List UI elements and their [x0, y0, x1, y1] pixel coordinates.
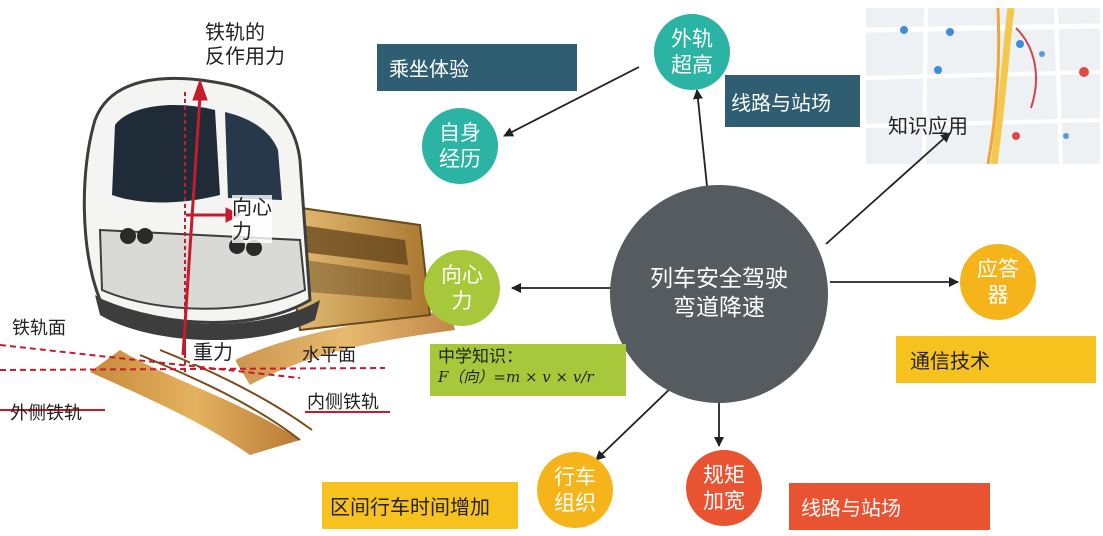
- center-node: 列车安全驾驶 弯道降速: [610, 185, 828, 403]
- gauge-widen-node-text: 规矩 加宽: [703, 462, 745, 513]
- reaction-force-arrowhead: [192, 78, 208, 101]
- gauge-widen-node: 规矩 加宽: [686, 450, 762, 526]
- communication-tag: 通信技术: [896, 336, 1096, 383]
- knowledge-apply-label: 知识应用: [888, 114, 968, 138]
- rail-surface-label: 铁轨面: [12, 318, 66, 339]
- train-organize-node: 行车 组织: [537, 452, 613, 528]
- answer-device-node: 应答 器: [960, 244, 1036, 320]
- line-station-bottom-tag: 线路与站场: [789, 483, 990, 530]
- center-node-text: 列车安全驾驶 弯道降速: [650, 266, 788, 321]
- arrow-to-outer-rail: [692, 89, 708, 187]
- experience-node: 自身 经历: [422, 108, 498, 184]
- middle-school-title: 中学知识：: [438, 347, 523, 367]
- line-station-top-tag: 线路与站场: [725, 75, 860, 127]
- train-illustration: [0, 76, 455, 455]
- inner-rail-label: 内侧铁轨: [307, 392, 379, 413]
- experience-node-text: 自身 经历: [439, 120, 481, 171]
- gravity-label: 重力: [190, 340, 236, 364]
- communication-text: 通信技术: [910, 349, 990, 373]
- map-pin-icon: [1079, 67, 1089, 77]
- track-bed: [90, 310, 455, 455]
- interval-time-text: 区间行车时间增加: [330, 495, 490, 519]
- line-station-bottom-text: 线路与站场: [801, 496, 901, 520]
- map-pin-icon: [900, 26, 908, 34]
- ride-experience-text: 乘坐体验: [389, 57, 469, 81]
- centripetal-force-label: 向心 力: [232, 195, 272, 243]
- outer-rail-node: 外轨 超高: [654, 14, 730, 90]
- outer-rail-label: 外侧铁轨: [10, 403, 82, 424]
- map-thumbnail: [866, 8, 1100, 164]
- train-front-car: [82, 76, 320, 341]
- arrow-to-train-organize: [595, 383, 676, 461]
- map-pin-icon: [934, 66, 942, 74]
- map-pin-icon: [946, 28, 954, 36]
- map-pin-icon: [1012, 132, 1020, 140]
- middle-school-knowledge-tag: 中学知识： F（向）=m × v × v/r: [430, 344, 626, 396]
- arrow-to-knowledge-apply: [825, 132, 951, 245]
- interval-time-tag: 区间行车时间增加: [322, 482, 518, 529]
- ride-experience-tag: 乘坐体验: [377, 44, 577, 91]
- centripetal-node: 向心 力: [424, 250, 500, 326]
- train-rear-cars: [278, 203, 432, 332]
- force-vectors: [0, 78, 390, 413]
- centripetal-node-text: 向心 力: [441, 262, 483, 313]
- arrow-to-experience: [503, 66, 640, 137]
- map-pin-icon: [1016, 40, 1024, 48]
- answer-device-node-text: 应答 器: [977, 256, 1019, 307]
- outer-rail-node-text: 外轨 超高: [671, 26, 713, 77]
- horizontal-plane-label: 水平面: [302, 345, 356, 366]
- centripetal-formula: F（向）=m × v × v/r: [438, 368, 594, 387]
- reaction-force-label: 铁轨的 反作用力: [205, 20, 285, 68]
- line-station-top-text: 线路与站场: [731, 90, 831, 115]
- train-organize-node-text: 行车 组织: [554, 464, 596, 515]
